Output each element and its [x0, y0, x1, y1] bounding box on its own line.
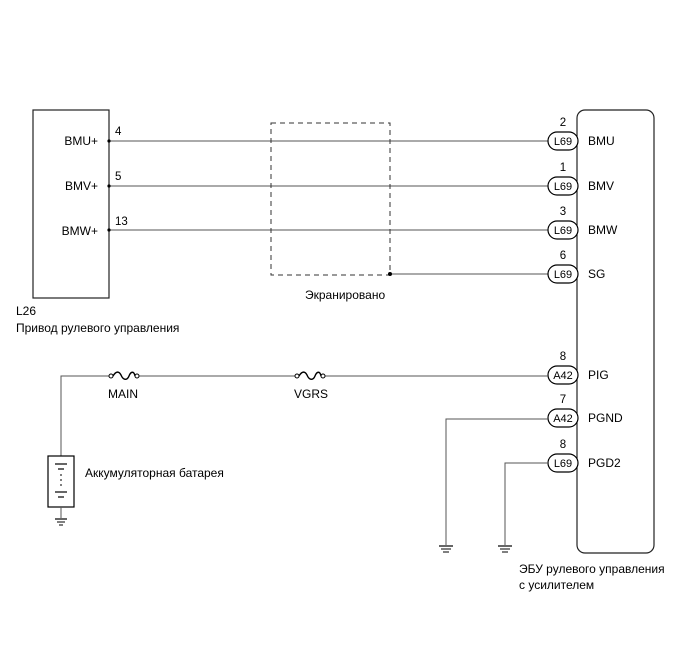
battery-label: Аккумуляторная батарея — [85, 466, 224, 480]
shield-box — [270, 122, 391, 276]
power-wire — [60, 375, 109, 456]
connector-code: L69 — [554, 136, 572, 148]
actuator-terminal-bmv: BMV+ — [65, 179, 98, 193]
ecu-pin-number: 1 — [560, 162, 566, 174]
connector-badge — [547, 220, 579, 240]
pgd2-ground-wire — [504, 462, 548, 545]
connector-badge — [547, 131, 579, 151]
pgnd-ground-wire — [445, 418, 548, 545]
fuse-vgrs-label: VGRS — [294, 387, 328, 401]
junction-dot — [107, 228, 111, 232]
ecu-pin-number: 2 — [560, 117, 566, 129]
connector-badge — [547, 365, 579, 385]
fuse-main-label: MAIN — [108, 387, 138, 401]
connector-code: A42 — [553, 370, 573, 382]
actuator-pin-13: 13 — [115, 216, 128, 228]
ecu-box — [576, 109, 655, 554]
connector-code: L69 — [554, 181, 572, 193]
connector-code: L69 — [554, 269, 572, 281]
ecu-pin-number: 3 — [560, 206, 566, 218]
ecu-terminal-sg: 6 L69 SG — [547, 250, 605, 284]
actuator-name: Привод рулевого управления — [16, 321, 179, 335]
ecu-name-line1: ЭБУ рулевого управления — [519, 562, 665, 576]
connector-code: A42 — [553, 413, 573, 425]
ecu-terminal-label: PGD2 — [588, 456, 621, 470]
actuator-box — [32, 109, 110, 299]
ecu-pin-number: 8 — [560, 439, 566, 451]
ground-icon — [55, 518, 67, 526]
ecu-name-line2: с усилителем — [519, 578, 594, 592]
fuse-vgrs-icon — [294, 371, 326, 380]
junction-dot — [107, 184, 111, 188]
ecu-terminal-label: PGND — [588, 411, 623, 425]
actuator-code: L26 — [16, 304, 36, 318]
ecu-terminal-bmw: 3 L69 BMW — [547, 206, 618, 240]
connector-code: L69 — [554, 225, 572, 237]
ecu-pin-number: 7 — [560, 394, 566, 406]
fuse-main-icon — [108, 371, 140, 380]
connector-badge — [547, 408, 579, 428]
ground-icon — [498, 545, 512, 553]
ecu-pin-number: 6 — [560, 250, 566, 262]
ecu-pin-number: 8 — [560, 351, 566, 363]
connector-badge — [547, 176, 579, 196]
actuator-terminal-bmw: BMW+ — [62, 224, 98, 238]
ecu-terminal-bmv: 1 L69 BMV — [547, 162, 614, 196]
ecu-terminal-label: BMW — [588, 223, 618, 237]
ground-icon — [439, 545, 453, 553]
ecu-terminal-label: BMV — [588, 179, 614, 193]
actuator-pin-4: 4 — [115, 126, 122, 138]
connector-code: L69 — [554, 458, 572, 470]
ecu-terminal-label: BMU — [588, 134, 615, 148]
actuator-pin-5: 5 — [115, 171, 121, 183]
ecu-terminal-label: PIG — [588, 368, 609, 382]
ecu-terminal-bmu: 2 L69 BMU — [547, 117, 615, 151]
shield-junction-dot — [388, 272, 392, 276]
actuator-terminal-bmu: BMU+ — [64, 134, 98, 148]
ecu-terminal-pgnd: 7 A42 PGND — [547, 394, 623, 428]
connector-badge — [547, 264, 579, 284]
ecu-terminal-label: SG — [588, 267, 605, 281]
battery-icon — [47, 455, 75, 508]
shield-label: Экранировано — [305, 288, 385, 302]
ecu-terminal-pig: 8 A42 PIG — [547, 351, 609, 385]
junction-dot — [107, 139, 111, 143]
